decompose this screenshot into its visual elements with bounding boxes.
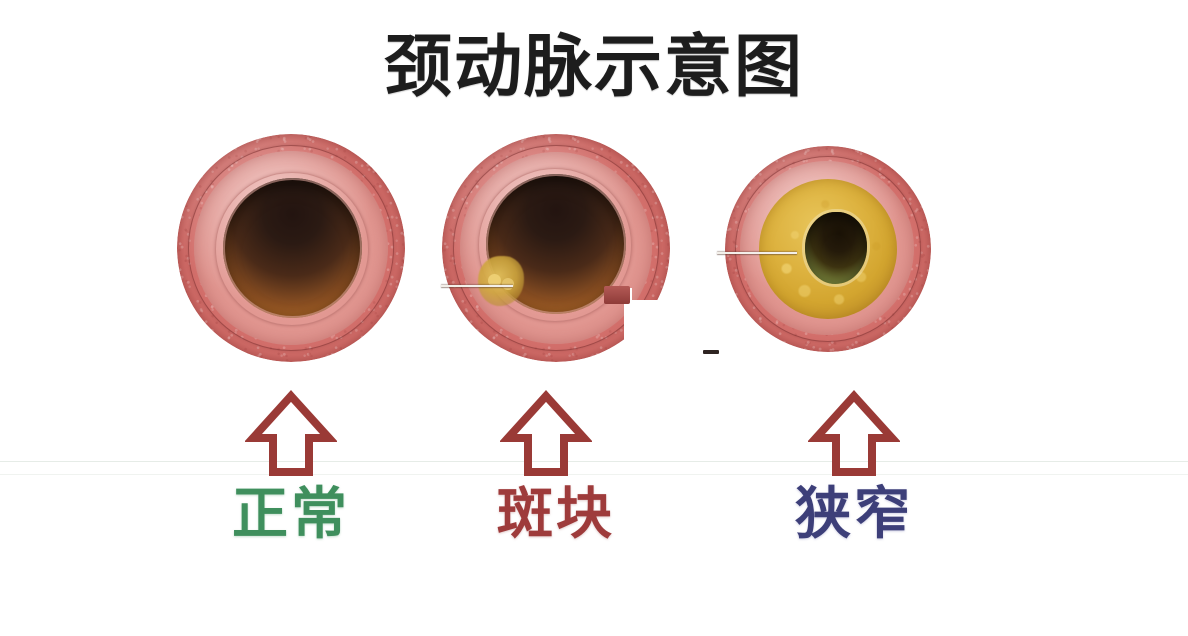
- wall-layer-divider: [735, 156, 921, 342]
- plaque-pointer-line: [441, 285, 513, 287]
- scan-seam-artifact: [0, 474, 1188, 475]
- plaque-nodule: [488, 274, 501, 287]
- artery-cross-section-stenosis: [725, 146, 931, 352]
- label-plaque: 斑块: [497, 482, 615, 547]
- internal-elastic-lamina: [215, 172, 369, 326]
- label-stenosis: 狭窄: [795, 482, 913, 547]
- lumen-severely-narrowed: [805, 212, 867, 284]
- tick-dash-mark: [703, 350, 719, 354]
- lumen-open: [223, 178, 362, 318]
- label-normal: 正常: [232, 482, 350, 547]
- internal-elastic-lamina: [478, 168, 632, 322]
- plaque-deposit-small: [478, 256, 524, 306]
- plaque-pointer-line: [717, 252, 797, 254]
- cross-section-notch-mask: [624, 300, 694, 366]
- up-arrow-icon-normal: [245, 390, 337, 476]
- up-arrow-icon-plaque: [500, 390, 592, 476]
- scan-seam-artifact: [0, 461, 1188, 462]
- wall-layer-divider: [188, 145, 394, 351]
- artery-cross-section-normal: [177, 134, 405, 362]
- up-arrow-icon-stenosis: [808, 390, 900, 476]
- lumen-rim: [223, 178, 362, 318]
- page-title: 颈动脉示意图: [383, 28, 804, 107]
- cut-wall-edge: [604, 286, 630, 304]
- plaque-nodule: [502, 278, 514, 290]
- wall-layer-divider: [453, 145, 659, 351]
